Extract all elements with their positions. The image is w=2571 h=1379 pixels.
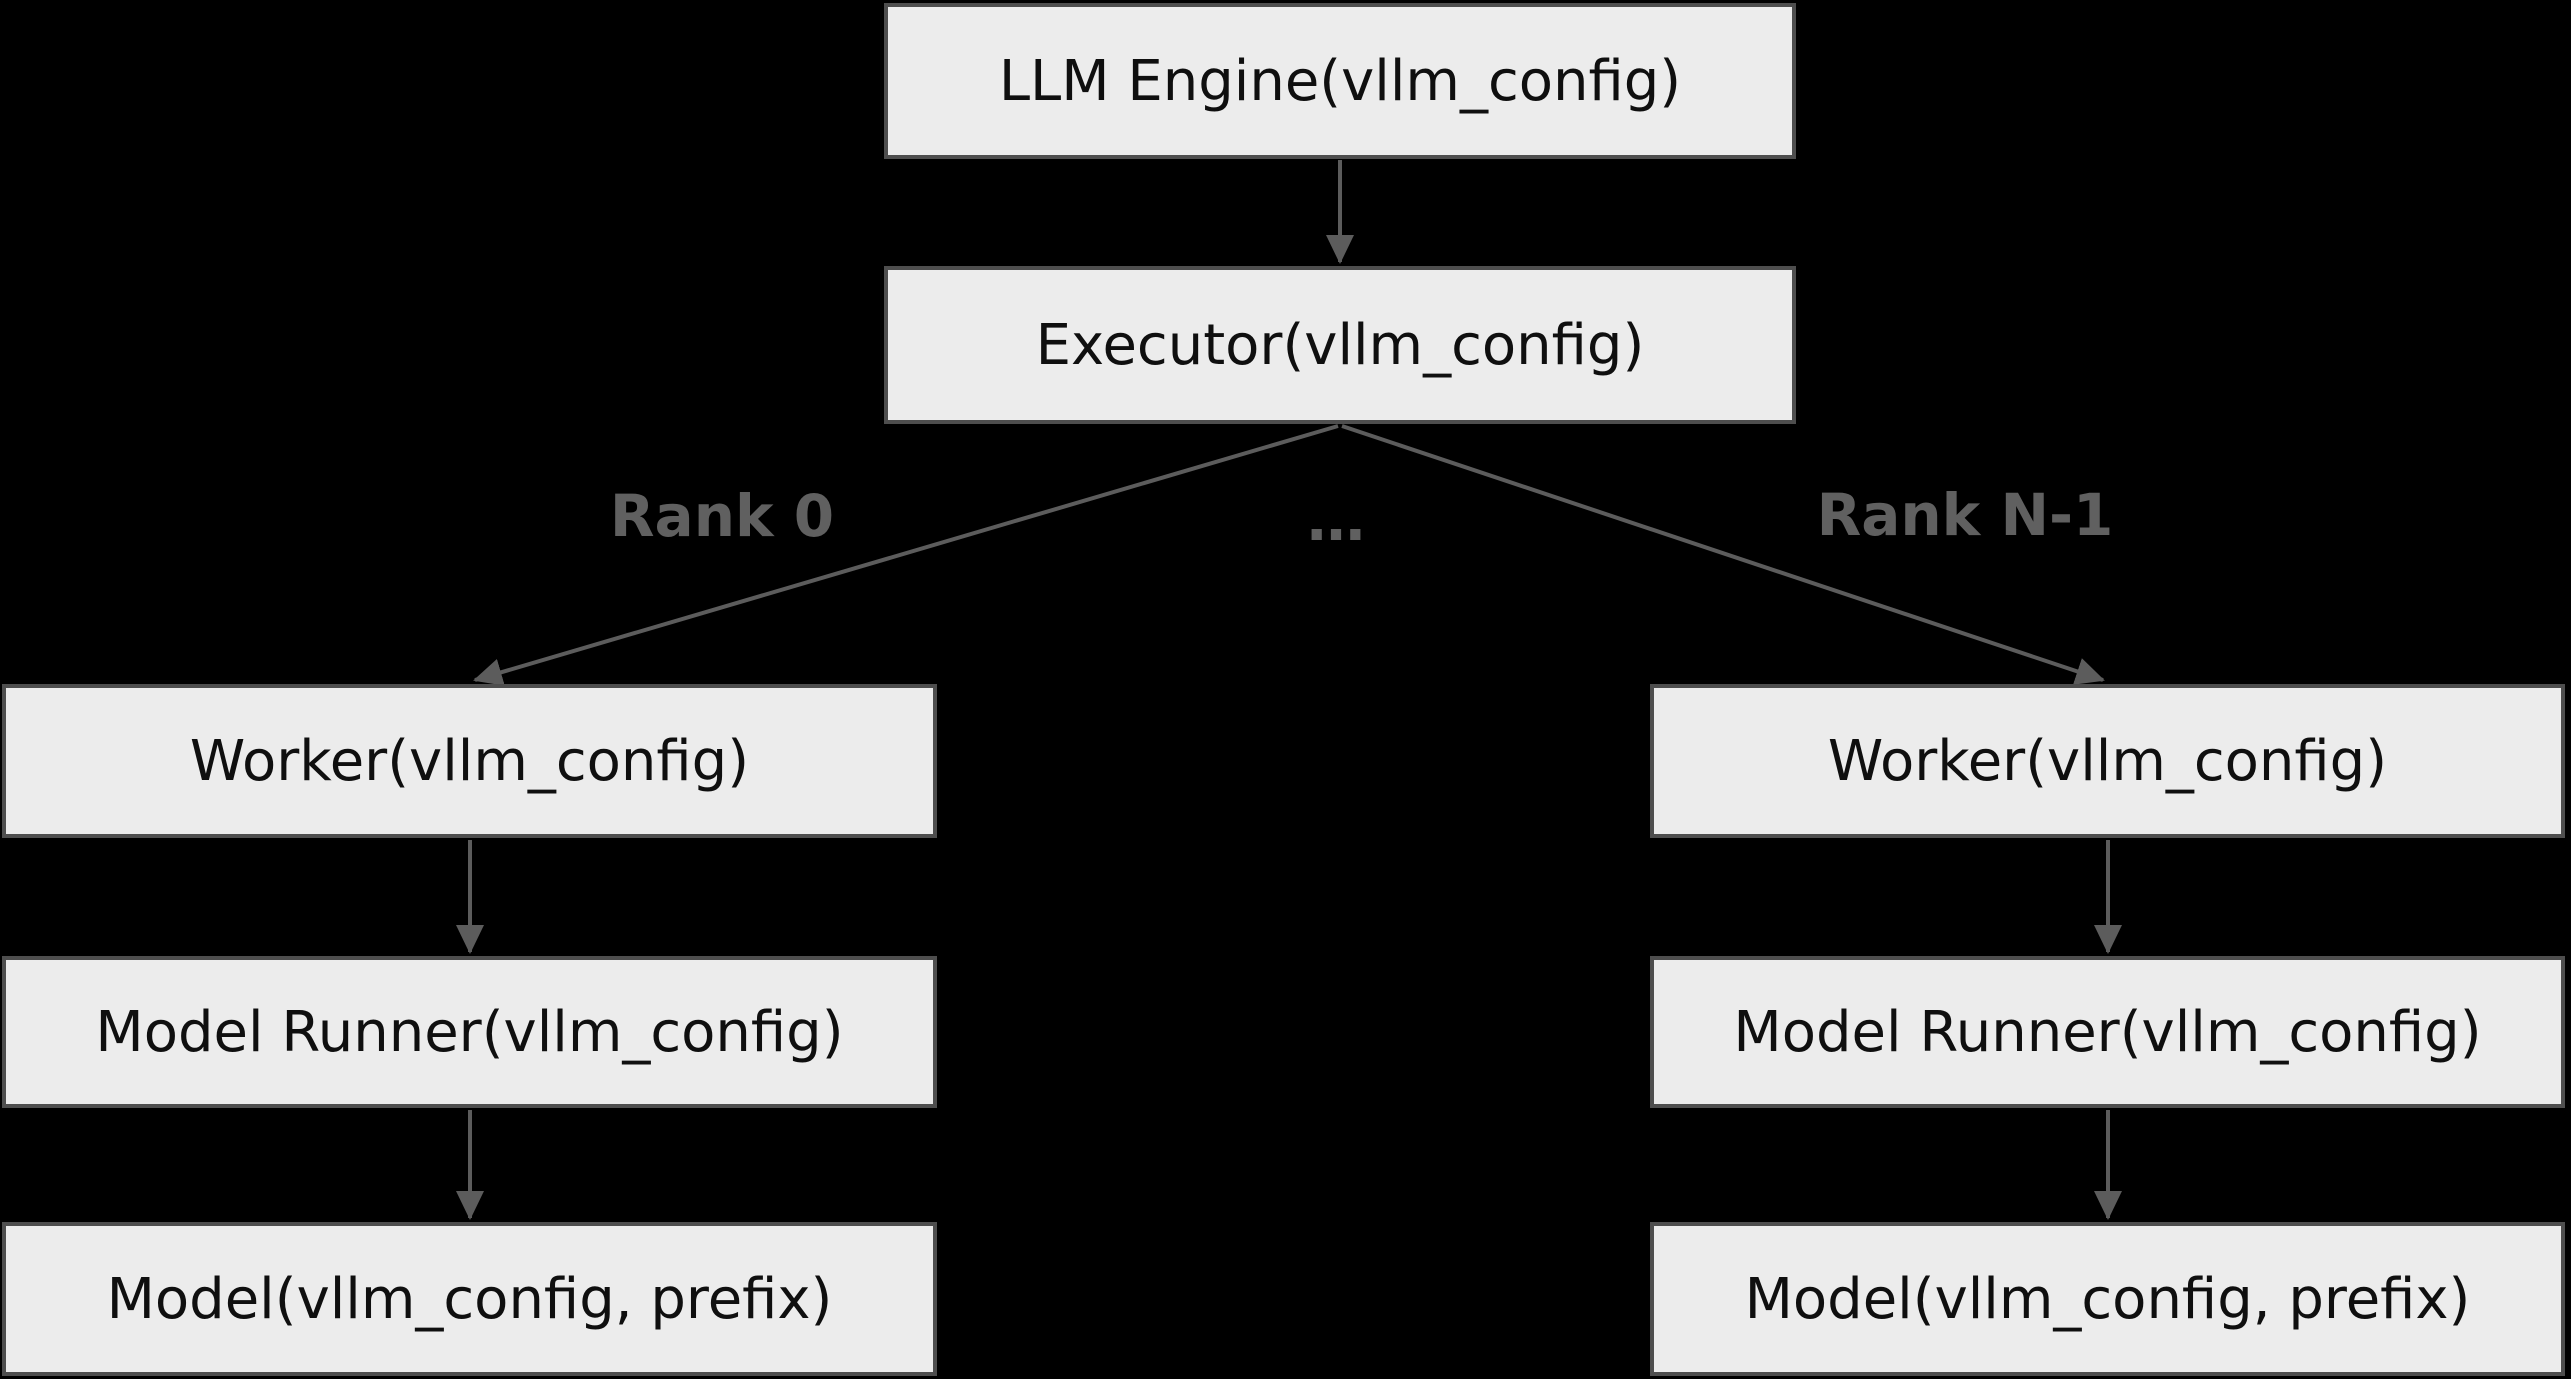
edge-label-ellipsis: …: [1307, 486, 1365, 554]
edge-label-rank-n-1: Rank N-1: [1816, 481, 2114, 549]
node-llm-engine: LLM Engine(vllm_config): [884, 3, 1796, 159]
node-model-right: Model(vllm_config, prefix): [1650, 1222, 2565, 1376]
node-model-runner-right: Model Runner(vllm_config): [1650, 956, 2565, 1108]
node-executor: Executor(vllm_config): [884, 266, 1796, 424]
edge-label-rank-0: Rank 0: [609, 482, 835, 550]
edge-executor-to-worker-right: [1341, 424, 2105, 685]
node-worker-right: Worker(vllm_config): [1650, 684, 2565, 838]
node-model-runner-left: Model Runner(vllm_config): [2, 956, 937, 1108]
node-worker-left: Worker(vllm_config): [2, 684, 937, 838]
edge-executor-to-worker-left: [473, 424, 1339, 686]
node-model-left: Model(vllm_config, prefix): [2, 1222, 937, 1376]
